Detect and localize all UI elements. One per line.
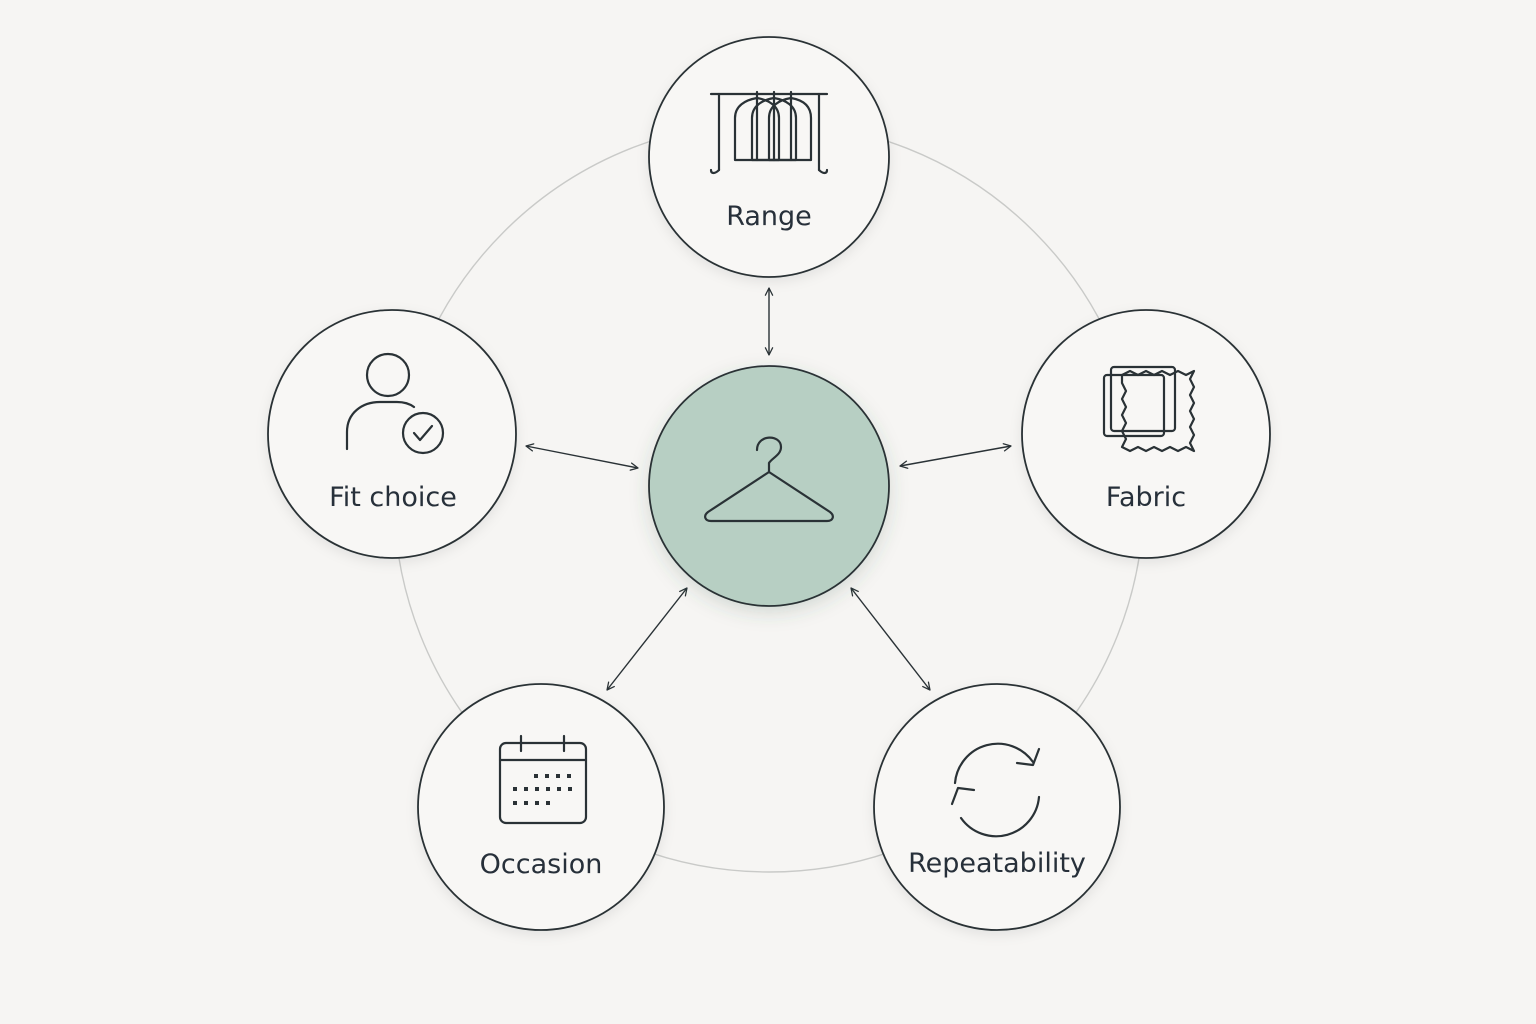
node-occasion-circle bbox=[417, 683, 665, 931]
connector-repeatability bbox=[850, 587, 931, 691]
node-fit-choice-label: Fit choice bbox=[329, 482, 457, 513]
fabric-swatch-icon bbox=[1102, 365, 1196, 453]
connector-occasion bbox=[606, 587, 688, 691]
node-range-label: Range bbox=[726, 201, 812, 232]
node-fit-choice-circle bbox=[267, 309, 517, 559]
hanger-icon bbox=[704, 436, 834, 523]
user-check-icon bbox=[345, 352, 445, 455]
node-repeatability-label: Repeatability bbox=[908, 848, 1086, 879]
node-fabric[interactable]: Fabric bbox=[1021, 309, 1271, 559]
connector-fit-choice bbox=[525, 443, 639, 471]
node-occasion[interactable]: Occasion bbox=[417, 683, 665, 931]
refresh-cycle-icon bbox=[950, 742, 1041, 838]
clothing-rack-icon bbox=[709, 90, 829, 175]
node-fabric-label: Fabric bbox=[1106, 482, 1186, 513]
node-occasion-label: Occasion bbox=[480, 849, 603, 880]
connector-fabric bbox=[899, 443, 1012, 469]
node-fabric-circle bbox=[1021, 309, 1271, 559]
center-hub[interactable] bbox=[648, 365, 890, 607]
node-repeatability-circle bbox=[873, 683, 1121, 931]
calendar-icon bbox=[498, 734, 588, 825]
node-repeatability[interactable]: Repeatability bbox=[873, 683, 1121, 931]
center-circle bbox=[648, 365, 890, 607]
node-fit-choice[interactable]: Fit choice bbox=[267, 309, 517, 559]
node-range[interactable]: Range bbox=[648, 36, 890, 278]
